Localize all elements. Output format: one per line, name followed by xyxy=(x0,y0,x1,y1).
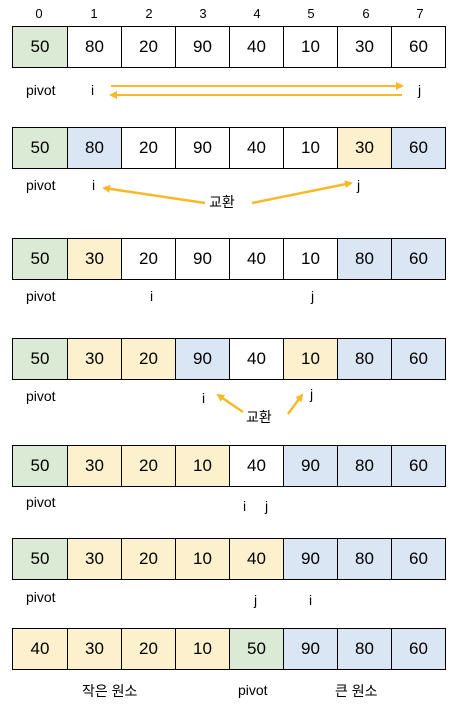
array-cell: 60 xyxy=(391,339,445,379)
array-cell: 10 xyxy=(283,339,337,379)
array-cell: 20 xyxy=(121,27,175,67)
array-cell: 10 xyxy=(283,27,337,67)
pivot-label: pivot xyxy=(26,177,56,193)
swap-arrow-left xyxy=(216,393,244,414)
swap-label: 교환 xyxy=(209,194,235,210)
array-cell: 40 xyxy=(229,539,283,579)
array-cell: 20 xyxy=(121,128,175,168)
swap-arrow-left xyxy=(102,184,206,205)
array-cell: 50 xyxy=(13,446,67,486)
i-pointer-label: i xyxy=(91,82,95,98)
array-cell: 30 xyxy=(67,239,121,279)
index-label: 3 xyxy=(199,6,207,21)
array-cell: 40 xyxy=(229,27,283,67)
array-cell: 80 xyxy=(67,27,121,67)
array-cell: 60 xyxy=(391,629,445,669)
index-label: 6 xyxy=(362,6,370,21)
array-cell: 10 xyxy=(283,239,337,279)
array-cell: 20 xyxy=(121,339,175,379)
array-cell: 90 xyxy=(283,539,337,579)
i-pointer-label: i xyxy=(243,498,247,514)
pivot-label: pivot xyxy=(26,288,56,304)
array-cell: 50 xyxy=(229,629,283,669)
array-cell: 20 xyxy=(121,629,175,669)
index-label: 4 xyxy=(253,6,261,21)
index-label: 0 xyxy=(35,6,43,21)
array-cell: 80 xyxy=(337,239,391,279)
array-cell: 20 xyxy=(121,239,175,279)
array-cell: 50 xyxy=(13,539,67,579)
array-cell: 40 xyxy=(13,629,67,669)
scan-arrows xyxy=(109,82,404,99)
array-cell: 60 xyxy=(391,239,445,279)
array-cell: 50 xyxy=(13,239,67,279)
j-pointer-label: j xyxy=(265,498,269,514)
swap-label: 교환 xyxy=(246,409,272,425)
swap-arrow-right xyxy=(286,393,304,415)
array-cell: 40 xyxy=(229,239,283,279)
array-cell: 90 xyxy=(175,339,229,379)
array-cell: 30 xyxy=(337,27,391,67)
array-cell: 10 xyxy=(175,629,229,669)
large-elements-label: 큰 원소 xyxy=(335,683,378,699)
j-pointer-label: j xyxy=(254,592,258,608)
array-cell: 20 xyxy=(121,539,175,579)
array-cell: 20 xyxy=(121,446,175,486)
array-cell: 30 xyxy=(67,629,121,669)
pivot-label: pivot xyxy=(26,494,56,510)
array-cell: 30 xyxy=(67,339,121,379)
index-label: 5 xyxy=(307,6,315,21)
array-cell: 90 xyxy=(175,27,229,67)
array-cell: 60 xyxy=(391,539,445,579)
i-pointer-label: i xyxy=(92,177,96,193)
pivot-label: pivot xyxy=(26,388,56,404)
array-cell: 30 xyxy=(337,128,391,168)
pivot-label: pivot xyxy=(26,589,56,605)
array-cell: 50 xyxy=(13,128,67,168)
pivot-label: pivot xyxy=(26,82,56,98)
array-cell: 60 xyxy=(391,446,445,486)
array-cell: 30 xyxy=(67,446,121,486)
j-pointer-label: j xyxy=(311,288,315,304)
array-cell: 80 xyxy=(337,629,391,669)
array-cell: 60 xyxy=(391,128,445,168)
i-pointer-label: i xyxy=(309,592,313,608)
swap-arrow-right xyxy=(251,180,353,205)
array-cell: 80 xyxy=(337,446,391,486)
array-cell: 30 xyxy=(67,539,121,579)
array-cell: 80 xyxy=(337,339,391,379)
array-cell: 40 xyxy=(229,128,283,168)
i-pointer-label: i xyxy=(150,288,154,304)
array-cell: 50 xyxy=(13,27,67,67)
index-label: 7 xyxy=(416,6,424,21)
j-pointer-label: j xyxy=(357,177,361,193)
array-cell: 10 xyxy=(283,128,337,168)
j-pointer-label: j xyxy=(418,82,422,98)
array-cell: 60 xyxy=(391,27,445,67)
array-cell: 90 xyxy=(283,629,337,669)
j-pointer-label: j xyxy=(310,386,314,402)
index-label: 1 xyxy=(90,6,98,21)
array-cell: 10 xyxy=(175,446,229,486)
array-cell: 10 xyxy=(175,539,229,579)
i-pointer-label: i xyxy=(202,390,206,406)
array-cell: 40 xyxy=(229,339,283,379)
array-cell: 50 xyxy=(13,339,67,379)
small-elements-label: 작은 원소 xyxy=(82,683,138,699)
array-cell: 80 xyxy=(67,128,121,168)
array-cell: 90 xyxy=(175,239,229,279)
array-cell: 90 xyxy=(175,128,229,168)
index-label: 2 xyxy=(145,6,153,21)
array-cell: 80 xyxy=(337,539,391,579)
pivot-label: pivot xyxy=(238,682,268,698)
array-cell: 90 xyxy=(283,446,337,486)
array-cell: 40 xyxy=(229,446,283,486)
